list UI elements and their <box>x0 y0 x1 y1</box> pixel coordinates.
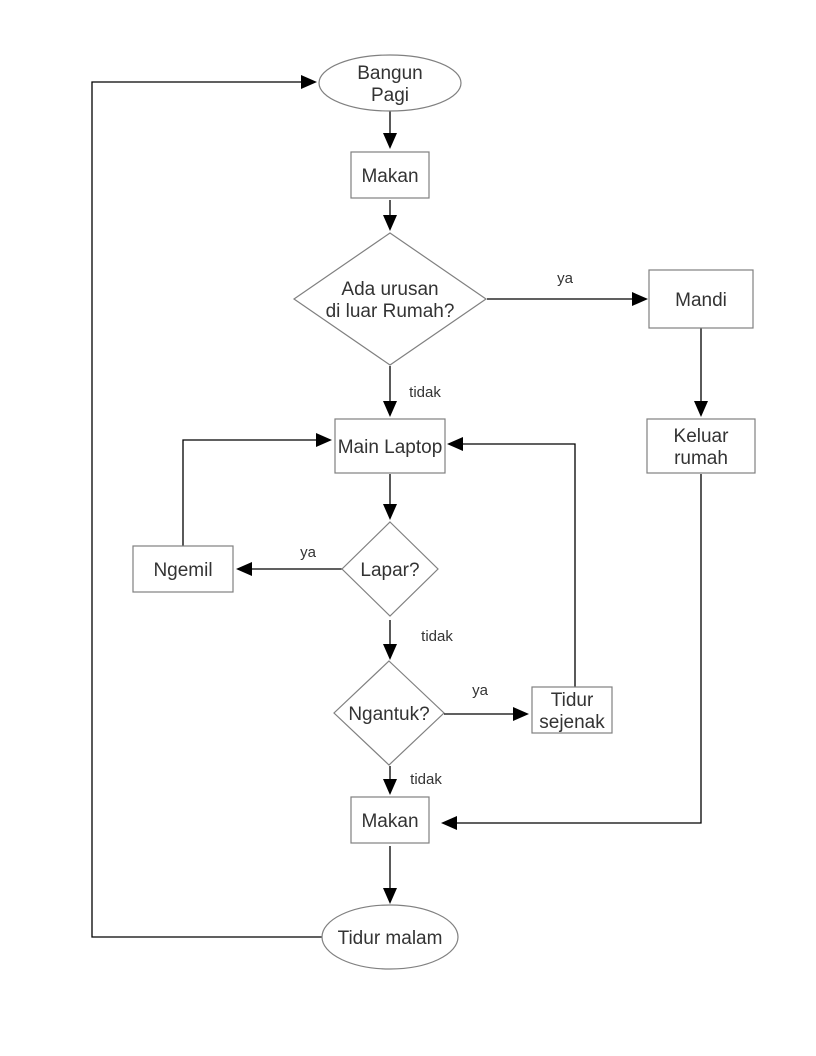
process-shape <box>350 796 430 844</box>
node-label: Tidur malam <box>338 928 443 949</box>
arrowhead-icon <box>632 292 648 306</box>
connector-line <box>91 81 322 938</box>
edge-mandi-to-keluar <box>694 328 708 417</box>
edge-main_laptop-to-decision_lapar <box>383 474 397 520</box>
node-ngemil[interactable]: Ngemil <box>132 545 234 593</box>
arrowhead-icon <box>383 779 397 795</box>
arrowhead-icon <box>383 888 397 904</box>
edge-start-to-makan1 <box>383 111 397 149</box>
node-label: Lapar? <box>360 560 419 581</box>
arrowhead-icon <box>447 437 463 451</box>
process-shape <box>334 418 446 474</box>
edge-decision_lapar-to-ngemil <box>236 562 342 576</box>
arrowhead-icon <box>513 707 529 721</box>
process-shape <box>132 545 234 593</box>
node-label: Tidur <box>551 690 594 711</box>
arrowhead-icon <box>383 215 397 231</box>
connector-line <box>463 443 576 687</box>
edge-label-tidak: tidak <box>421 628 453 645</box>
node-end[interactable]: Tidur malam <box>321 904 459 970</box>
edge-decision_urusan-to-mandi <box>487 292 648 306</box>
arrowhead-icon <box>383 504 397 520</box>
arrowhead-icon <box>383 401 397 417</box>
node-label: di luar Rumah? <box>326 301 455 322</box>
arrowhead-icon <box>383 644 397 660</box>
connector-line <box>457 474 702 824</box>
edges-layer <box>91 75 708 938</box>
edge-decision_urusan-to-main_laptop <box>383 366 397 417</box>
node-label: Bangun <box>357 63 423 84</box>
edge-label-ya: ya <box>300 544 317 561</box>
terminal-shape <box>321 904 459 970</box>
node-label: rumah <box>674 448 728 469</box>
node-decision-ngantuk[interactable]: Ngantuk? <box>333 660 445 766</box>
node-label: sejenak <box>539 712 605 733</box>
edge-decision_ngantuk-to-makan2 <box>383 766 397 795</box>
arrowhead-icon <box>694 401 708 417</box>
node-label: Ngemil <box>153 560 212 581</box>
edge-decision_lapar-to-decision_ngantuk <box>383 620 397 660</box>
arrowhead-icon <box>236 562 252 576</box>
node-label: Makan <box>361 811 418 832</box>
edge-tidur_sejenak-to-main_laptop <box>447 437 576 687</box>
decision-shape <box>341 521 439 617</box>
node-makan1[interactable]: Makan <box>350 151 430 199</box>
node-makan2[interactable]: Makan <box>350 796 430 844</box>
edge-label-ya: ya <box>472 682 489 699</box>
edge-labels-layer: ya tidak ya tidak ya tidak <box>300 270 574 788</box>
process-shape <box>531 686 613 734</box>
edge-keluar-to-makan2 <box>441 474 702 830</box>
node-mandi[interactable]: Mandi <box>648 269 754 329</box>
node-main-laptop[interactable]: Main Laptop <box>334 418 446 474</box>
edge-makan2-to-end <box>383 846 397 904</box>
edge-decision_ngantuk-to-tidur_sejenak <box>444 707 529 721</box>
node-label: Keluar <box>674 426 730 447</box>
decision-shape <box>292 232 488 366</box>
node-label: Ngantuk? <box>348 704 429 725</box>
connector-line <box>182 439 316 546</box>
arrowhead-icon <box>383 133 397 149</box>
node-decision-lapar[interactable]: Lapar? <box>341 521 439 617</box>
terminal-shape <box>318 54 462 112</box>
node-label: Pagi <box>371 85 409 106</box>
process-shape <box>350 151 430 199</box>
edge-label-tidak: tidak <box>410 771 442 788</box>
process-shape <box>646 418 756 474</box>
arrowhead-icon <box>316 433 332 447</box>
edge-makan1-to-decision_urusan <box>383 200 397 231</box>
edge-ngemil-to-main_laptop <box>182 433 332 546</box>
edge-end-to-start <box>91 75 322 938</box>
node-label: Main Laptop <box>338 437 443 458</box>
node-label: Ada urusan <box>341 279 438 300</box>
arrowhead-icon <box>441 816 457 830</box>
arrowhead-icon <box>301 75 317 89</box>
node-label: Mandi <box>675 290 727 311</box>
process-shape <box>648 269 754 329</box>
decision-shape <box>333 660 445 766</box>
edge-label-tidak: tidak <box>409 384 441 401</box>
node-label: Makan <box>361 166 418 187</box>
edge-label-ya: ya <box>557 270 574 287</box>
